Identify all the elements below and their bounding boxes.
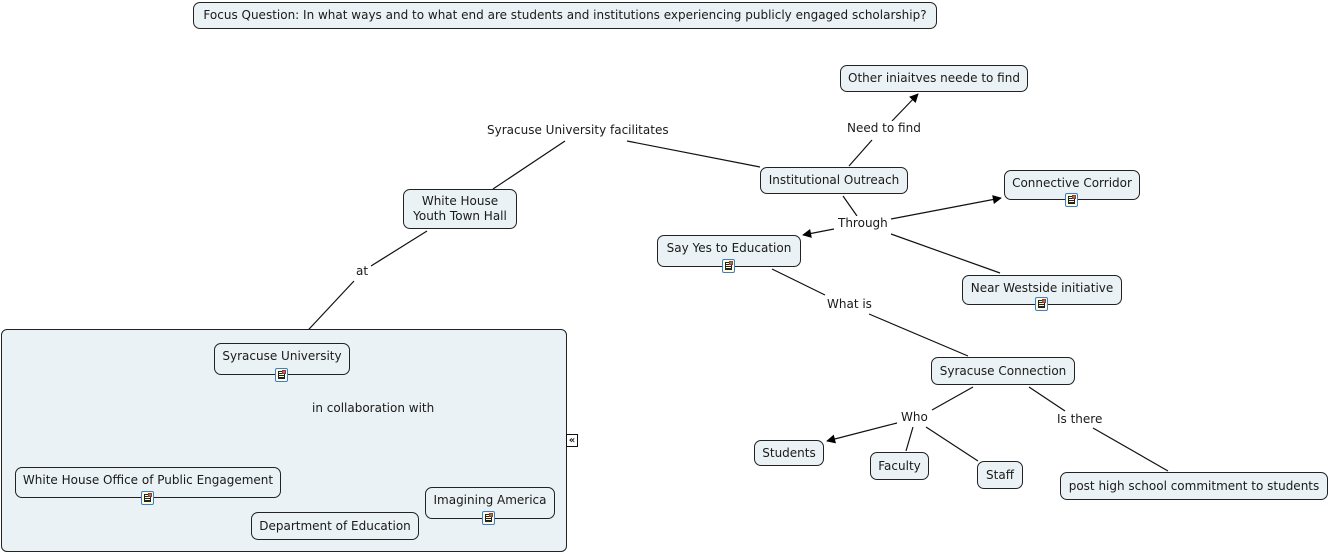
concept-label: Staff <box>986 467 1014 482</box>
concept-label: Near Westside initiative <box>970 281 1114 295</box>
document-image-icon[interactable] <box>722 259 735 273</box>
document-image-icon[interactable] <box>275 368 288 382</box>
concept-label: Faculty <box>878 458 921 473</box>
concept-staff[interactable]: Staff <box>977 461 1023 489</box>
concept-label: White House Youth Town Hall <box>413 194 507 223</box>
line-outreach-to-needtofind <box>848 139 873 167</box>
line-facilitates-to-outreach <box>626 140 761 168</box>
concept-label: Syracuse Connection <box>939 363 1067 378</box>
concept-label: Students <box>762 445 816 460</box>
line-who-to-staff <box>925 426 979 462</box>
document-image-icon[interactable] <box>141 491 154 505</box>
arrow-through-to-corridor <box>890 195 1002 220</box>
line-isthere-to-posthigh <box>1092 427 1169 472</box>
concept-label: Connective Corridor <box>1012 176 1132 190</box>
concept-syracuse-connection[interactable]: Syracuse Connection <box>931 357 1075 385</box>
line-connection-to-isthere <box>1028 386 1066 412</box>
concept-label: Imagining America <box>433 493 547 507</box>
concept-label: Department of Education <box>259 518 411 533</box>
concept-label: Institutional Outreach <box>768 173 900 187</box>
line-facilitates-to-townhall <box>492 140 566 190</box>
document-image-icon[interactable] <box>1035 297 1048 311</box>
focus-question[interactable]: Focus Question: In what ways and to what… <box>193 2 937 29</box>
line-outreach-to-through <box>842 195 858 217</box>
concept-label: Other iniaitves neede to find <box>848 71 1020 85</box>
line-townhall-to-at <box>370 230 428 267</box>
line-connection-to-who <box>931 386 974 411</box>
document-image-icon[interactable] <box>482 511 495 525</box>
concept-other-initiatives[interactable]: Other iniaitves neede to find <box>840 65 1028 92</box>
focus-question-text: Focus Question: In what ways and to what… <box>203 8 927 22</box>
arrow-through-to-sayyes <box>802 228 835 238</box>
line-sayyes-to-whatis <box>771 268 826 296</box>
link-what-is[interactable]: What is <box>826 297 873 311</box>
link-at[interactable]: at <box>355 264 370 278</box>
arrow-who-to-students <box>826 422 898 444</box>
double-chevron-left-icon: « <box>568 435 576 446</box>
concept-department-of-education[interactable]: Department of Education <box>251 512 419 540</box>
concept-label: Say Yes to Education <box>666 241 792 255</box>
link-need-to-find[interactable]: Need to find <box>846 121 922 135</box>
line-through-to-westside <box>890 233 1001 274</box>
line-who-to-faculty <box>905 426 914 452</box>
line-whatis-to-connection <box>868 313 969 357</box>
link-is-there[interactable]: Is there <box>1056 412 1104 426</box>
link-who[interactable]: Who <box>900 410 929 424</box>
concept-institutional-outreach[interactable]: Institutional Outreach <box>760 167 908 194</box>
concept-label: post high school commitment to students <box>1068 478 1320 493</box>
link-su-facilitates[interactable]: Syracuse University facilitates <box>486 123 670 137</box>
link-through[interactable]: Through <box>837 216 889 230</box>
document-image-icon[interactable] <box>1065 193 1078 207</box>
concept-post-high-school-commitment[interactable]: post high school commitment to students <box>1060 472 1328 500</box>
link-in-collaboration-with[interactable]: in collaboration with <box>311 401 436 415</box>
concept-label: White House Office of Public Engagement <box>22 473 274 487</box>
concept-white-house-youth-town-hall[interactable]: White House Youth Town Hall <box>403 189 517 229</box>
concept-label: Syracuse University <box>222 349 342 363</box>
arrow-needtofind-to-other <box>891 93 919 122</box>
concept-students[interactable]: Students <box>754 440 824 466</box>
concept-faculty[interactable]: Faculty <box>870 452 929 480</box>
collapse-group-button[interactable]: « <box>566 434 578 447</box>
